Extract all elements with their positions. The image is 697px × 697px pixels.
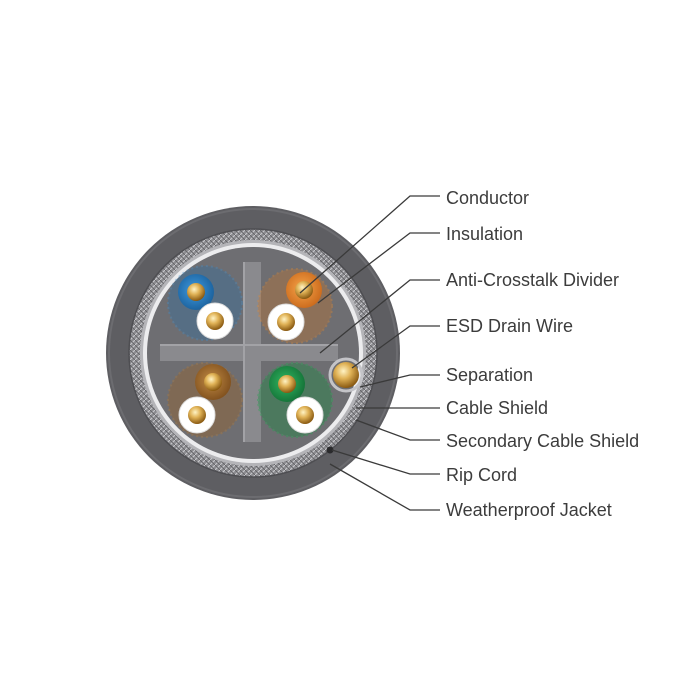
label-secondary-cable-shield: Secondary Cable Shield bbox=[446, 431, 640, 451]
green-twisted-pair bbox=[257, 362, 333, 438]
label-insulation: Insulation bbox=[446, 224, 524, 244]
brown-twisted-pair bbox=[167, 362, 243, 438]
label-esd-drain-wire: ESD Drain Wire bbox=[446, 316, 574, 336]
leader-insulation bbox=[317, 232, 440, 304]
leader-divider bbox=[319, 279, 440, 354]
leader-separation bbox=[359, 374, 440, 388]
leader-conductor bbox=[299, 195, 440, 294]
label-separation: Separation bbox=[446, 365, 534, 385]
label-weatherproof-jacket: Weatherproof Jacket bbox=[446, 500, 612, 520]
label-cable-shield: Cable Shield bbox=[446, 398, 549, 418]
leader-jacket bbox=[329, 463, 440, 511]
blue-twisted-pair bbox=[167, 265, 243, 341]
anti-crosstalk-divider bbox=[160, 262, 338, 442]
rip-cord bbox=[326, 446, 334, 454]
leader-drain-wire bbox=[351, 325, 440, 369]
label-rip-cord: Rip Cord bbox=[446, 465, 518, 485]
separation-ring bbox=[328, 357, 364, 393]
leader-rip-cord bbox=[331, 449, 440, 475]
orange-twisted-pair bbox=[257, 268, 333, 344]
leader-lines bbox=[299, 195, 440, 511]
label-conductor: Conductor bbox=[446, 188, 530, 208]
leader-secondary-shield bbox=[355, 419, 440, 441]
esd-drain-wire bbox=[328, 357, 364, 393]
label-anti-crosstalk-divider: Anti-Crosstalk Divider bbox=[446, 270, 620, 290]
